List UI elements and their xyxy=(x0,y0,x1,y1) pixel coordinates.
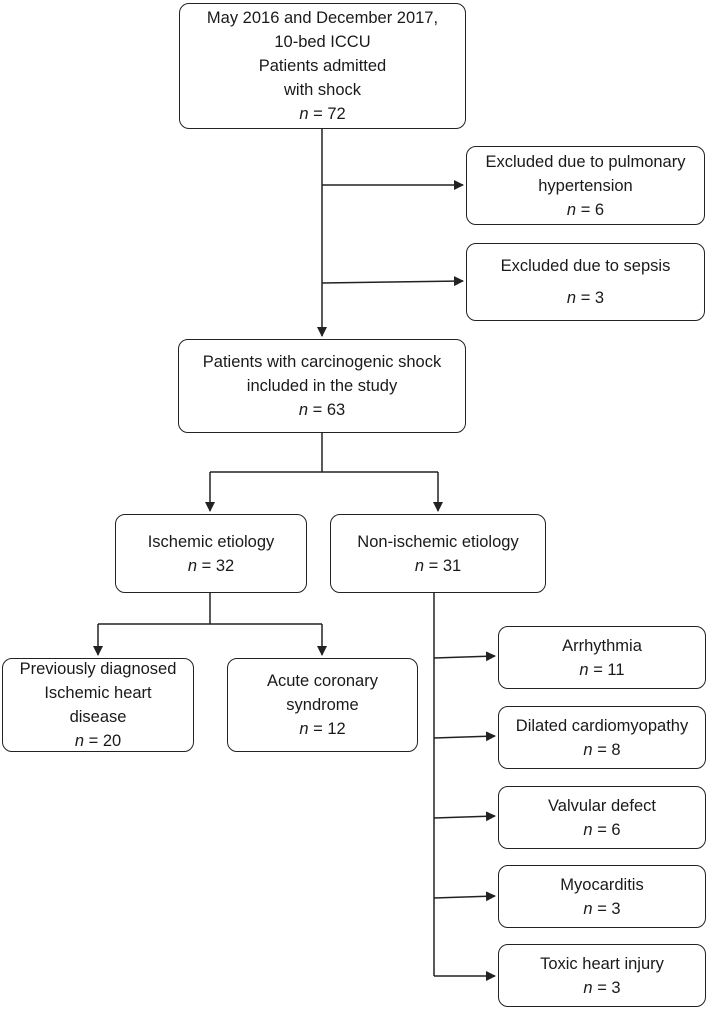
excluded-sepsis-count-value: = 3 xyxy=(580,289,605,307)
non-ischemic-count: n = 31 xyxy=(415,554,461,578)
n-symbol: n xyxy=(74,732,84,750)
cohort-line-4: with shock xyxy=(283,81,362,99)
connector-to-myocarditis xyxy=(433,891,496,902)
n-symbol: n xyxy=(583,740,593,759)
connector-to-arrhythmia xyxy=(433,651,496,662)
toxic-heart-injury-count: n = 3 xyxy=(583,976,620,1000)
acs-line-1: Acute coronary xyxy=(267,672,378,690)
connector-to-valvular xyxy=(433,811,496,822)
excluded-pulmonary-count-value: = 6 xyxy=(580,200,605,219)
acs-box: Acute coronary syndrome n = 12 xyxy=(227,658,418,752)
ischemic-box: Ischemic etiology n = 32 xyxy=(115,514,307,593)
previously-ihd-line-3: disease xyxy=(69,708,127,726)
non-ischemic-count-value: = 31 xyxy=(428,556,462,575)
acs-count-value: = 12 xyxy=(313,720,346,738)
n-symbol: n xyxy=(414,556,424,575)
toxic-heart-injury-count-value: = 3 xyxy=(597,978,621,997)
acs-count: n = 12 xyxy=(299,717,345,741)
acs-line-2: syndrome xyxy=(286,696,359,714)
myocarditis-line-1: Myocarditis xyxy=(560,875,644,894)
toxic-heart-injury-box: Toxic heart injury n = 3 xyxy=(498,944,706,1007)
included-line-1: Patients with carcinogenic shock xyxy=(202,353,442,371)
cohort-count: n = 72 xyxy=(299,102,345,126)
ischemic-count-value: = 32 xyxy=(201,556,235,575)
n-symbol: n xyxy=(566,200,577,219)
arrhythmia-box: Arrhythmia n = 11 xyxy=(498,626,706,689)
dilated-cardiomyopathy-box: Dilated cardiomyopathy n = 8 xyxy=(498,706,706,769)
excluded-pulmonary-line-2: hypertension xyxy=(538,176,633,195)
arrhythmia-line-1: Arrhythmia xyxy=(562,636,642,655)
included-box: Patients with carcinogenic shock include… xyxy=(178,339,466,433)
n-symbol: n xyxy=(583,899,593,918)
previously-ihd-line-2: Ischemic heart xyxy=(44,684,152,702)
cohort-count-value: = 72 xyxy=(313,105,346,123)
valvular-defect-count: n = 6 xyxy=(583,818,620,842)
valvular-defect-count-value: = 6 xyxy=(597,820,621,839)
included-line-2: included in the study xyxy=(246,377,398,395)
myocarditis-box: Myocarditis n = 3 xyxy=(498,865,706,928)
connector-to-dilated-cm xyxy=(433,731,496,742)
dilated-cardiomyopathy-line-1: Dilated cardiomyopathy xyxy=(515,716,689,735)
non-ischemic-line-1: Non-ischemic etiology xyxy=(357,532,519,551)
included-count-value: = 63 xyxy=(312,401,346,419)
ischemic-count: n = 32 xyxy=(188,554,234,578)
dilated-cardiomyopathy-count-value: = 8 xyxy=(597,740,621,759)
connector-to-excluded-sepsis xyxy=(321,276,464,287)
excluded-sepsis-box: Excluded due to sepsis n = 3 xyxy=(466,243,705,321)
previously-ihd-count-value: = 20 xyxy=(88,732,122,750)
included-count: n = 63 xyxy=(299,398,345,422)
n-symbol: n xyxy=(566,289,577,307)
cohort-box: May 2016 and December 2017, 10-bed ICCU … xyxy=(179,3,466,129)
cohort-line-3: Patients admitted xyxy=(258,57,387,75)
cohort-line-2: 10-bed ICCU xyxy=(274,33,371,51)
toxic-heart-injury-line-1: Toxic heart injury xyxy=(540,954,664,973)
valvular-defect-line-1: Valvular defect xyxy=(548,796,656,815)
excluded-sepsis-line-1: Excluded due to sepsis xyxy=(500,257,671,275)
excluded-pulmonary-line-1: Excluded due to pulmonary xyxy=(485,152,686,171)
non-ischemic-box: Non-ischemic etiology n = 31 xyxy=(330,514,546,593)
excluded-pulmonary-count: n = 6 xyxy=(567,198,604,222)
cohort-line-1: May 2016 and December 2017, xyxy=(206,9,439,27)
previously-ihd-count: n = 20 xyxy=(75,729,121,753)
excluded-pulmonary-box: Excluded due to pulmonary hypertension n… xyxy=(466,146,705,225)
arrhythmia-count-value: = 11 xyxy=(593,660,625,679)
myocarditis-count-value: = 3 xyxy=(597,899,621,918)
ischemic-line-1: Ischemic etiology xyxy=(147,532,275,551)
arrhythmia-count: n = 11 xyxy=(579,658,624,682)
n-symbol: n xyxy=(299,105,309,123)
n-symbol: n xyxy=(583,978,593,997)
dilated-cardiomyopathy-count: n = 8 xyxy=(583,738,620,762)
n-symbol: n xyxy=(298,401,308,419)
n-symbol: n xyxy=(579,660,589,679)
excluded-sepsis-count: n = 3 xyxy=(567,286,604,310)
n-symbol: n xyxy=(187,556,197,575)
n-symbol: n xyxy=(583,820,593,839)
n-symbol: n xyxy=(299,720,309,738)
previously-ihd-line-1: Previously diagnosed xyxy=(19,660,177,678)
valvular-defect-box: Valvular defect n = 6 xyxy=(498,786,706,849)
myocarditis-count: n = 3 xyxy=(583,897,620,921)
previously-ihd-box: Previously diagnosed Ischemic heart dise… xyxy=(2,658,194,752)
